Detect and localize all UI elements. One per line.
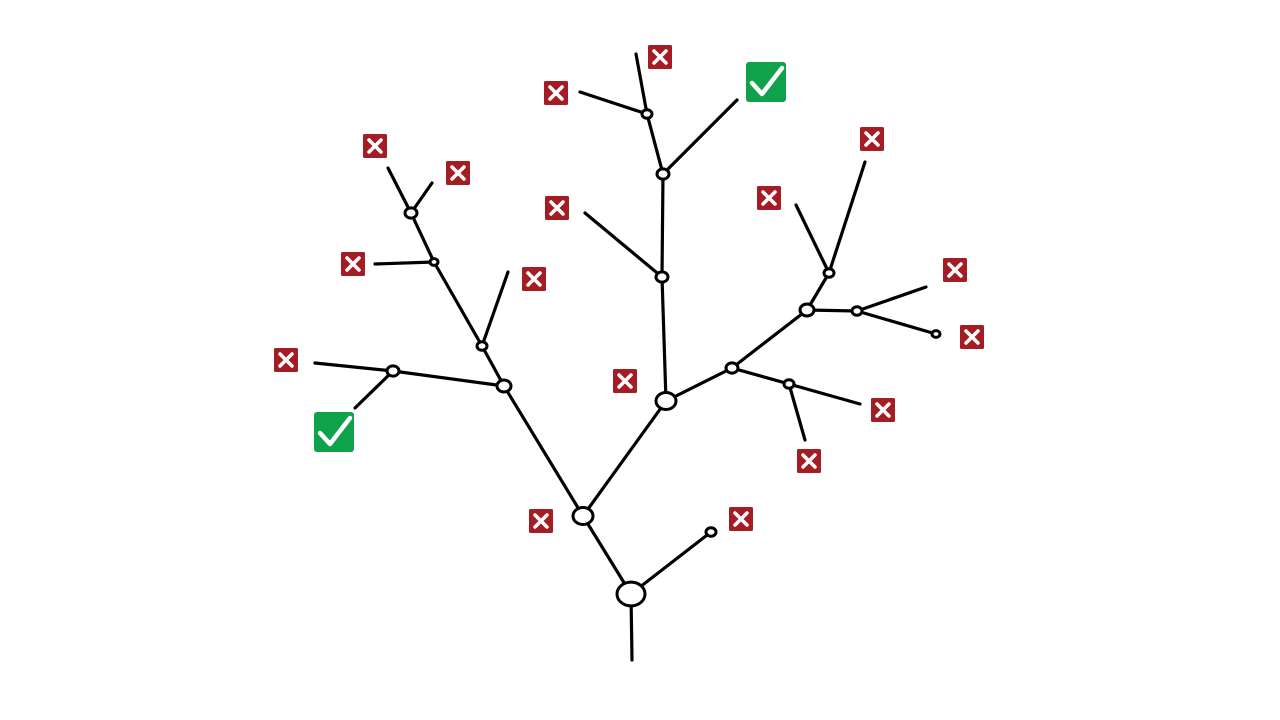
tree-node <box>385 364 401 378</box>
branch-line <box>353 369 395 410</box>
tree-node <box>654 391 678 411</box>
tree-node <box>571 506 595 526</box>
branch-line <box>313 361 395 373</box>
branch-line <box>581 399 668 518</box>
tree-node <box>704 526 718 538</box>
tree-node <box>495 378 513 394</box>
branch-line <box>634 52 649 116</box>
branch-line <box>583 211 664 279</box>
branch-line <box>409 211 436 264</box>
x-mark-icon-glyph <box>345 256 361 272</box>
branch-line <box>391 369 506 388</box>
tree-node <box>930 329 942 339</box>
tree-node <box>724 361 740 375</box>
branch-line <box>645 112 665 176</box>
check-mark-icon-glyph <box>749 65 785 97</box>
x-mark-icon-glyph <box>450 165 466 181</box>
branch-line <box>386 166 413 215</box>
x-mark-icon-glyph <box>526 271 542 287</box>
tree-node <box>798 302 816 318</box>
x-mark-icon-glyph <box>801 453 817 469</box>
x-mark-icon-glyph <box>278 352 294 368</box>
branch-line <box>855 285 928 313</box>
x-mark-icon-glyph <box>549 200 565 216</box>
tree-node <box>655 167 671 181</box>
branch-line <box>730 366 791 386</box>
x-mark-icon-glyph <box>548 85 564 101</box>
x-mark-icon-glyph <box>964 329 980 345</box>
branch-line <box>660 275 668 403</box>
tree-node <box>850 305 864 317</box>
check-mark-icon-glyph <box>317 415 353 447</box>
x-mark-icon-glyph <box>875 402 891 418</box>
x-mark-icon-glyph <box>617 373 633 389</box>
x-mark-icon-glyph <box>864 131 880 147</box>
branch-line <box>664 366 734 403</box>
branch-line <box>787 382 807 442</box>
branch-line <box>629 530 713 596</box>
tree-node <box>428 257 440 267</box>
x-mark-icon-glyph <box>533 513 549 529</box>
branch-line <box>660 172 665 279</box>
x-mark-icon-glyph <box>733 511 749 527</box>
branch-line <box>432 260 484 348</box>
check-mark-icon <box>746 62 786 102</box>
branch-line <box>855 309 938 336</box>
branch-line <box>827 160 867 275</box>
branch-line <box>794 203 831 275</box>
x-mark-icon-glyph <box>652 49 668 65</box>
branch-line <box>502 384 585 518</box>
tree-node <box>640 108 654 120</box>
branch-line <box>661 98 739 176</box>
branch-line <box>730 308 809 370</box>
tree-node <box>822 267 836 279</box>
branch-line <box>787 382 862 406</box>
branch-line <box>480 270 510 348</box>
branch-line <box>578 90 649 116</box>
tree-node <box>782 378 796 390</box>
branch-line <box>373 260 436 266</box>
x-mark-icon-glyph <box>947 262 963 278</box>
tree-node <box>403 206 419 220</box>
x-mark-icon-glyph <box>367 138 383 154</box>
tree-node <box>654 270 670 284</box>
tree-node <box>615 580 647 608</box>
x-mark-icon-glyph <box>761 190 777 206</box>
tree-node <box>475 340 489 352</box>
branch-line <box>581 514 633 596</box>
check-mark-icon <box>314 412 354 452</box>
